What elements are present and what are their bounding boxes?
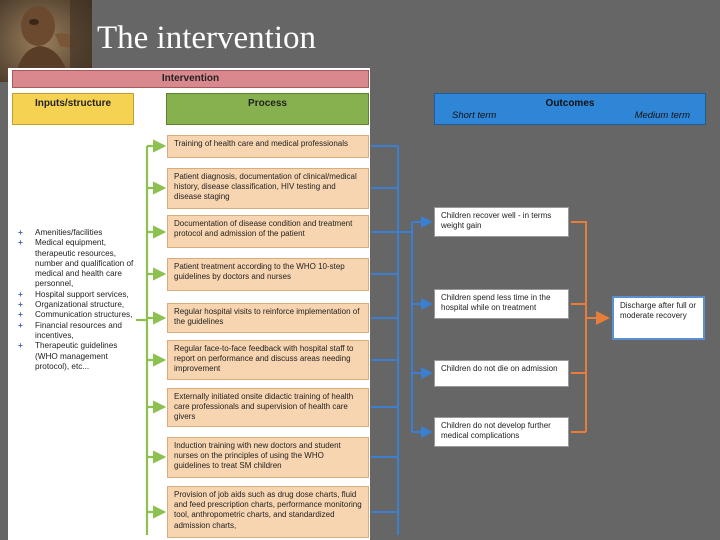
- input-item: +Organizational structure,: [18, 300, 125, 310]
- orange-arrows: [571, 221, 610, 433]
- medium-term-outcome-box: Discharge after full or moderate recover…: [612, 296, 705, 340]
- process-box-treatment: Patient treatment according to the WHO 1…: [167, 258, 369, 291]
- short-term-label: Short term: [452, 110, 497, 121]
- blue-connectors: [371, 145, 433, 535]
- plus-bullet-icon: +: [18, 341, 23, 351]
- outcome-box-less-time: Children spend less time in the hospital…: [434, 289, 569, 319]
- plus-bullet-icon: +: [18, 228, 23, 237]
- input-item: +Amenities/facilities: [18, 228, 103, 237]
- slide-title: The intervention: [97, 20, 317, 56]
- input-item: +Financial resources and incentives,: [18, 320, 122, 340]
- plus-bullet-icon: +: [18, 320, 23, 330]
- outcomes-title: Outcomes: [545, 98, 595, 109]
- inputs-list: +Amenities/facilities +Medical equipment…: [12, 228, 134, 372]
- input-item: +Hospital support services,: [18, 289, 129, 299]
- process-box-feedback: Regular face-to-face feedback with hospi…: [167, 340, 369, 380]
- intervention-header: Intervention: [12, 70, 369, 88]
- outcome-box-weight-gain: Children recover well - in terms weight …: [434, 207, 569, 237]
- outcome-box-no-complications: Children do not develop further medical …: [434, 417, 569, 447]
- input-item: +Communication structures,: [18, 310, 133, 320]
- medium-term-label: Medium term: [634, 110, 690, 121]
- input-item: +Therapeutic guidelines (WHO management …: [18, 341, 118, 371]
- plus-bullet-icon: +: [18, 238, 23, 248]
- green-arrows: [136, 139, 167, 535]
- process-box-training: Training of health care and medical prof…: [167, 135, 369, 158]
- plus-bullet-icon: +: [18, 300, 23, 310]
- process-box-job-aids: Provision of job aids such as drug dose …: [167, 486, 369, 538]
- process-box-diagnosis: Patient diagnosis, documentation of clin…: [167, 168, 369, 209]
- process-collector-line: [371, 145, 399, 535]
- plus-bullet-icon: +: [18, 310, 23, 320]
- inputs-header: Inputs/structure: [12, 93, 134, 125]
- input-item: +Medical equipment, therapeutic resource…: [18, 238, 134, 289]
- process-header: Process: [166, 93, 369, 125]
- plus-bullet-icon: +: [18, 289, 23, 299]
- outcome-box-no-death: Children do not die on admission: [434, 360, 569, 387]
- process-box-onsite-training: Externally initiated onsite didactic tra…: [167, 388, 369, 427]
- process-box-induction-training: Induction training with new doctors and …: [167, 437, 369, 478]
- process-box-hospital-visits: Regular hospital visits to reinforce imp…: [167, 303, 369, 333]
- outcomes-collector-line: [571, 221, 587, 432]
- process-box-documentation: Documentation of disease condition and t…: [167, 215, 369, 248]
- outcomes-header: Outcomes Short term Medium term: [434, 93, 706, 125]
